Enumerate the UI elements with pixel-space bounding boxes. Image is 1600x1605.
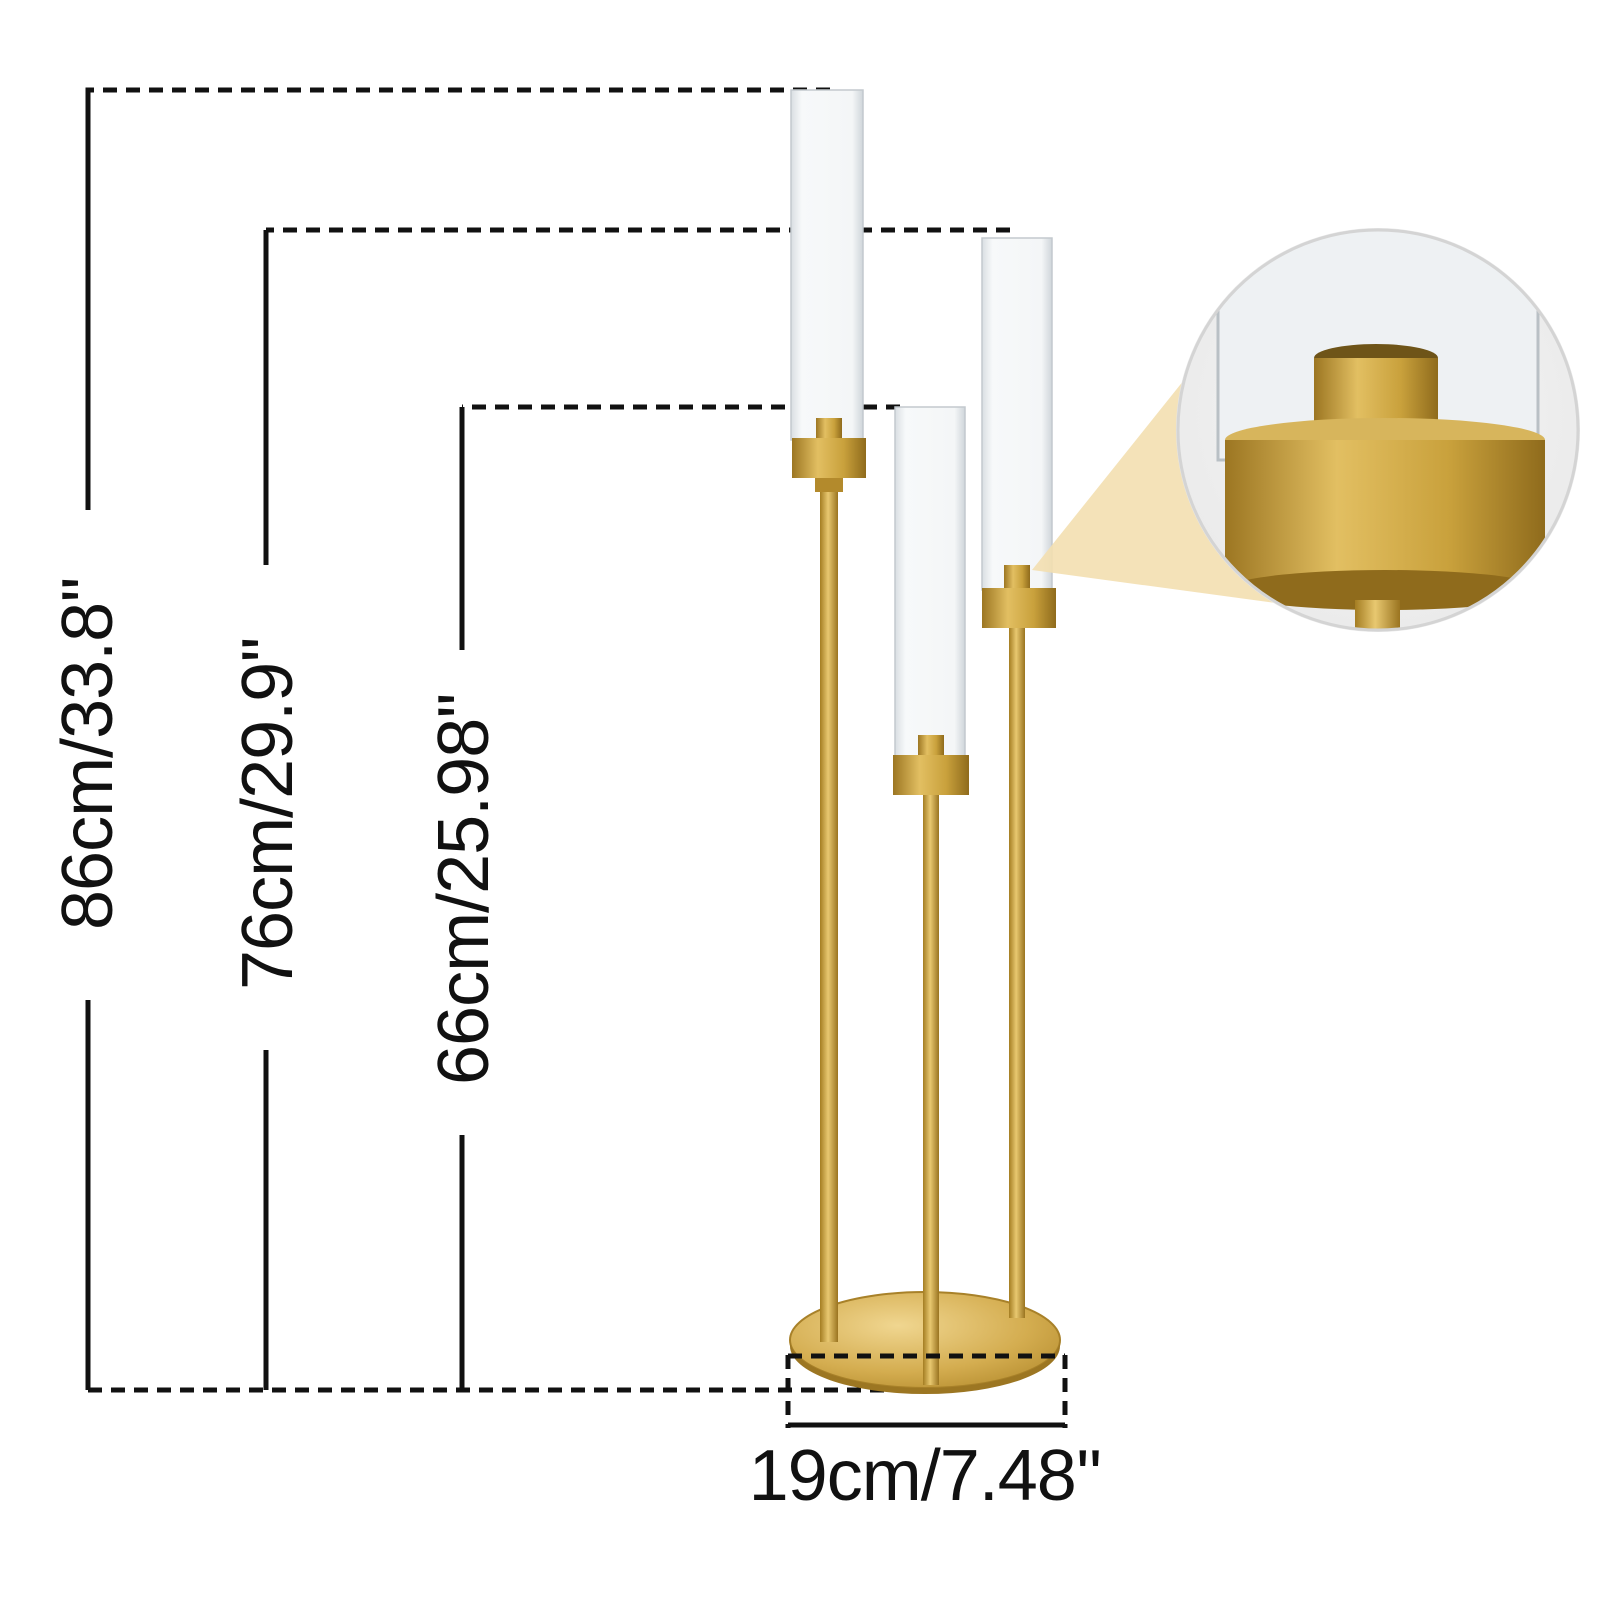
cup-tall [792,438,866,478]
holder-medium [981,237,1056,628]
rod-medium [1009,628,1025,1318]
dimension-width: 19cm/7.48'' [749,1353,1102,1516]
cup-medium [982,588,1056,628]
dimension-tall: 86cm/33.8'' [48,87,830,1390]
cup-short [893,755,969,795]
glass-tube-tall [790,89,864,441]
glass-tube-medium [981,237,1053,591]
rod-tall [820,490,838,1342]
dim-tall-label: 86cm/33.8'' [48,577,128,930]
glass-tube-short [894,406,966,758]
magnified-cup-detail-icon [1176,228,1580,632]
dimension-short: 66cm/25.98'' [424,404,900,1390]
dim-tall-top-dash [85,87,830,120]
holder-tall [790,89,866,492]
rod-short [923,795,939,1385]
dimension-medium: 76cm/29.9'' [228,227,1010,1390]
dim-width-label: 19cm/7.48'' [749,1436,1102,1516]
holder-short [893,406,969,795]
dim-short-label: 66cm/25.98'' [424,693,504,1085]
dim-medium-label: 76cm/29.9'' [228,637,308,990]
